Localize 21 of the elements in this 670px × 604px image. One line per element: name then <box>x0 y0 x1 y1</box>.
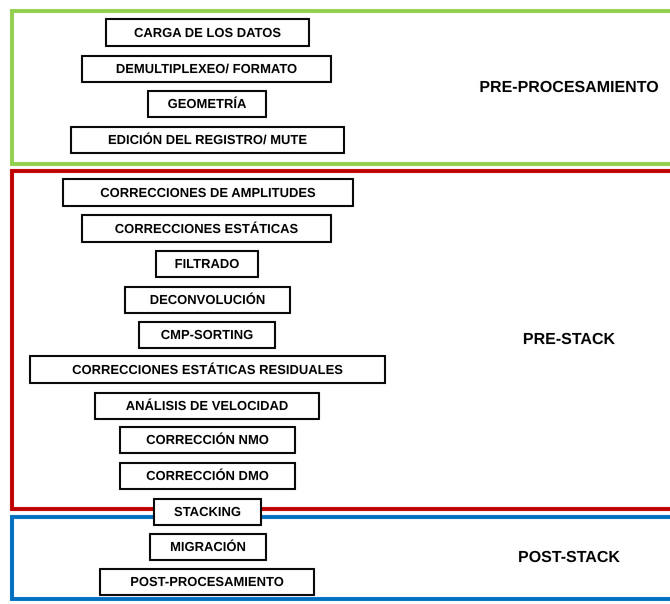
process-box: FILTRADO <box>155 250 259 278</box>
process-box: GEOMETRÍA <box>147 90 267 118</box>
process-box: CORRECCIONES ESTÁTICAS <box>81 214 332 243</box>
process-box: STACKING <box>153 498 262 526</box>
process-box: DECONVOLUCIÓN <box>124 286 291 314</box>
process-box: CORRECCIÓN NMO <box>119 426 296 454</box>
process-box: DEMULTIPLEXEO/ FORMATO <box>81 55 332 83</box>
stage-band <box>10 515 670 601</box>
process-box: CORRECCIÓN DMO <box>119 462 296 490</box>
process-box: MIGRACIÓN <box>149 533 267 561</box>
stage-band <box>10 9 670 166</box>
process-box: CMP-SORTING <box>138 321 276 349</box>
process-box: ANÁLISIS DE VELOCIDAD <box>94 392 320 420</box>
process-box: CARGA DE LOS DATOS <box>105 18 310 47</box>
process-box: EDICIÓN DEL REGISTRO/ MUTE <box>70 126 345 154</box>
stage-title: POST-STACK <box>517 548 621 568</box>
stage-title: PRE-PROCESAMIENTO <box>478 78 660 98</box>
process-box: CORRECCIONES DE AMPLITUDES <box>62 178 354 207</box>
process-box: POST-PROCESAMIENTO <box>99 568 315 596</box>
process-box: CORRECCIONES ESTÁTICAS RESIDUALES <box>29 355 386 384</box>
stage-title: PRE-STACK <box>522 330 616 350</box>
